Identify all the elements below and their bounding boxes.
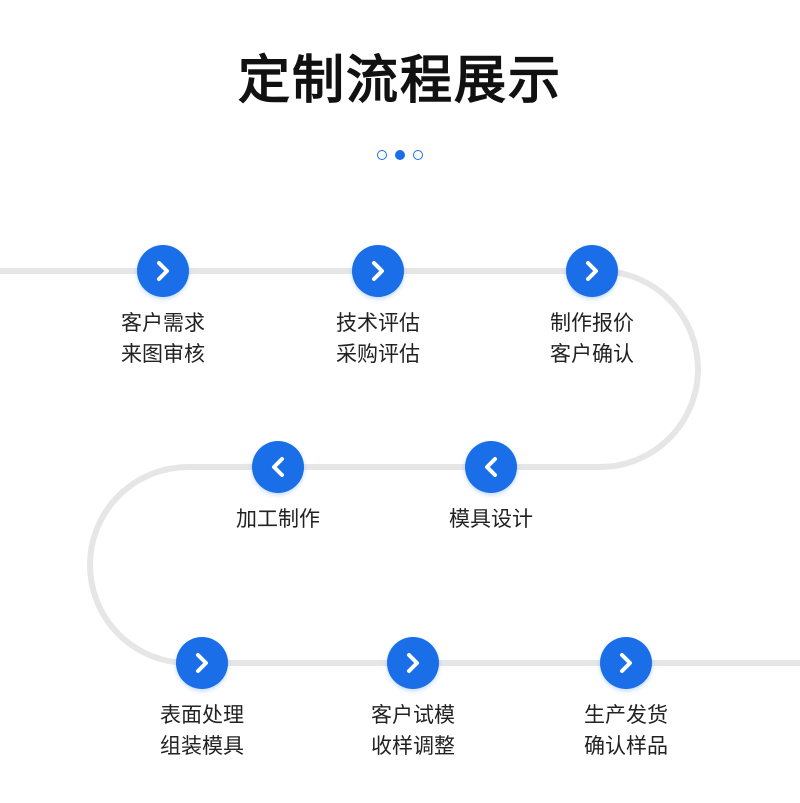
- chevron-left-icon: [485, 457, 497, 477]
- chevron-right-icon: [196, 653, 208, 673]
- step-processing: 加工制作: [198, 441, 358, 535]
- step-label-line: 采购评估: [336, 342, 420, 366]
- step-label-line: 制作报价: [550, 311, 634, 335]
- step-button[interactable]: [137, 245, 189, 297]
- step-mold-design: 模具设计: [411, 441, 571, 535]
- chevron-right-icon: [157, 261, 169, 281]
- step-button[interactable]: [352, 245, 404, 297]
- step-button[interactable]: [600, 637, 652, 689]
- step-label-line: 来图审核: [121, 342, 205, 366]
- step-technical-evaluation: 技术评估 采购评估: [298, 245, 458, 370]
- step-button[interactable]: [176, 637, 228, 689]
- step-mold-trial: 客户试模 收样调整: [333, 637, 493, 762]
- step-surface-treatment: 表面处理 组装模具: [122, 637, 282, 762]
- pagination-dot-3[interactable]: [413, 150, 423, 160]
- chevron-right-icon: [372, 261, 384, 281]
- step-label-line: 客户确认: [550, 342, 634, 366]
- step-button[interactable]: [387, 637, 439, 689]
- step-label-line: 表面处理: [160, 703, 244, 727]
- pagination-dots: [0, 150, 800, 164]
- pagination-dot-1[interactable]: [377, 150, 387, 160]
- step-button[interactable]: [465, 441, 517, 493]
- step-label-line: 生产发货: [584, 703, 668, 727]
- step-label-line: 客户试模: [371, 703, 455, 727]
- step-production-shipping: 生产发货 确认样品: [546, 637, 706, 762]
- step-label-line: 客户需求: [121, 311, 205, 335]
- process-path-line: [0, 268, 800, 666]
- page-title: 定制流程展示: [237, 51, 562, 111]
- step-quotation: 制作报价 客户确认: [512, 245, 672, 370]
- step-label-line: 确认样品: [584, 734, 668, 758]
- chevron-right-icon: [586, 261, 598, 281]
- chevron-left-icon: [272, 457, 284, 477]
- step-button[interactable]: [566, 245, 618, 297]
- step-label-line: 收样调整: [371, 734, 455, 758]
- step-label-line: 组装模具: [160, 734, 244, 758]
- step-label-line: 模具设计: [449, 507, 533, 531]
- step-label-line: 技术评估: [336, 311, 420, 335]
- chevron-right-icon: [407, 653, 419, 673]
- step-customer-requirements: 客户需求 来图审核: [83, 245, 243, 370]
- pagination-dot-2[interactable]: [395, 150, 405, 160]
- step-button[interactable]: [252, 441, 304, 493]
- step-label-line: 加工制作: [236, 507, 320, 531]
- chevron-right-icon: [620, 653, 632, 673]
